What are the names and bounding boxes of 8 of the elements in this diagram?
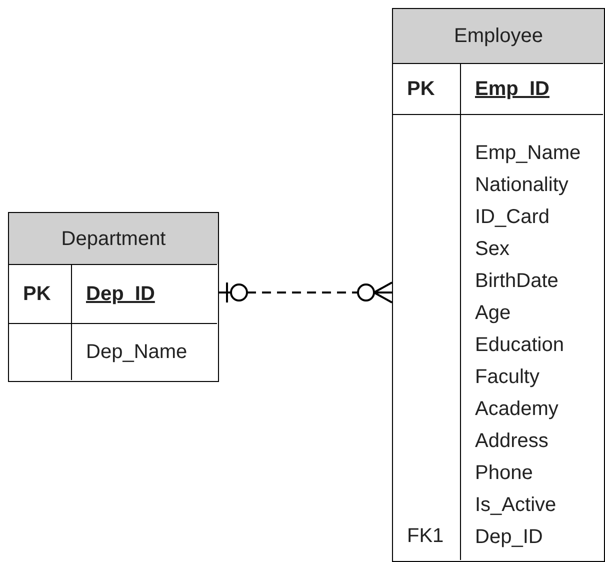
relationship-line: [218, 282, 393, 304]
table-title: Employee: [454, 24, 543, 49]
table-cell: PK: [393, 63, 461, 114]
table-cell: PK: [9, 264, 72, 323]
entity-table: [392, 8, 605, 562]
table-cell: FK1: [393, 114, 461, 560]
entity-table: [8, 212, 219, 382]
table-title: Department: [61, 226, 166, 252]
